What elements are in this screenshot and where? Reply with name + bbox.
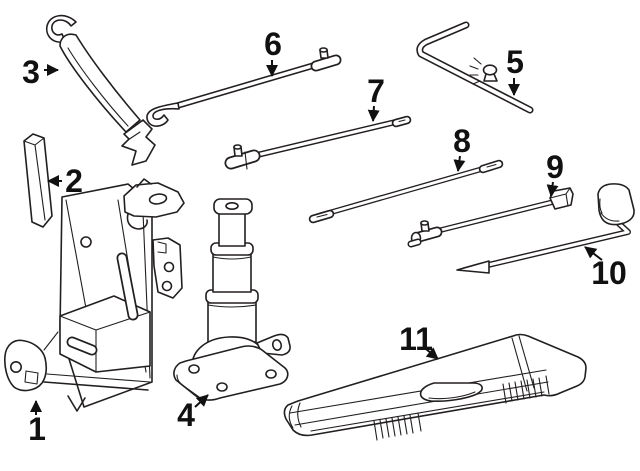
part-11-arrow [425, 347, 439, 360]
part-5-handle-wrench-drawing [416, 21, 534, 114]
part-4-arrow [194, 394, 209, 408]
part-2-spacer-pad-drawing [23, 133, 53, 228]
part-7-label: 7 [367, 73, 385, 109]
part-8-arrow [453, 155, 466, 172]
part-9-label: 9 [546, 149, 564, 185]
part-3-label: 3 [22, 54, 40, 90]
part-2-label: 2 [65, 163, 83, 199]
part-4-jack-drawing [173, 198, 291, 401]
part-1-bracket-drawing [4, 178, 185, 412]
part-10-lug-wrench-drawing [456, 183, 635, 274]
part-7-arrow [367, 105, 380, 122]
part-9-arrow [546, 181, 559, 197]
part-4-label: 4 [177, 397, 195, 433]
part-8-extension-rod-drawing [308, 159, 504, 224]
part-3-clamp-arm-drawing [45, 14, 156, 166]
callouts: 1 2 3 4 5 6 7 8 9 10 11 [22, 26, 627, 447]
part-6-hook-rod-drawing [146, 47, 342, 127]
part-7-extension-rod-drawing [224, 115, 412, 170]
part-9-socket-rod-drawing [407, 187, 574, 248]
part-10-label: 10 [591, 255, 627, 291]
part-8-label: 8 [453, 123, 471, 159]
part-10-arrow [584, 246, 603, 261]
part-5-label: 5 [506, 44, 524, 80]
part-6-label: 6 [264, 26, 282, 62]
part-1-label: 1 [28, 411, 46, 447]
part-11-tool-case-drawing [283, 333, 587, 441]
